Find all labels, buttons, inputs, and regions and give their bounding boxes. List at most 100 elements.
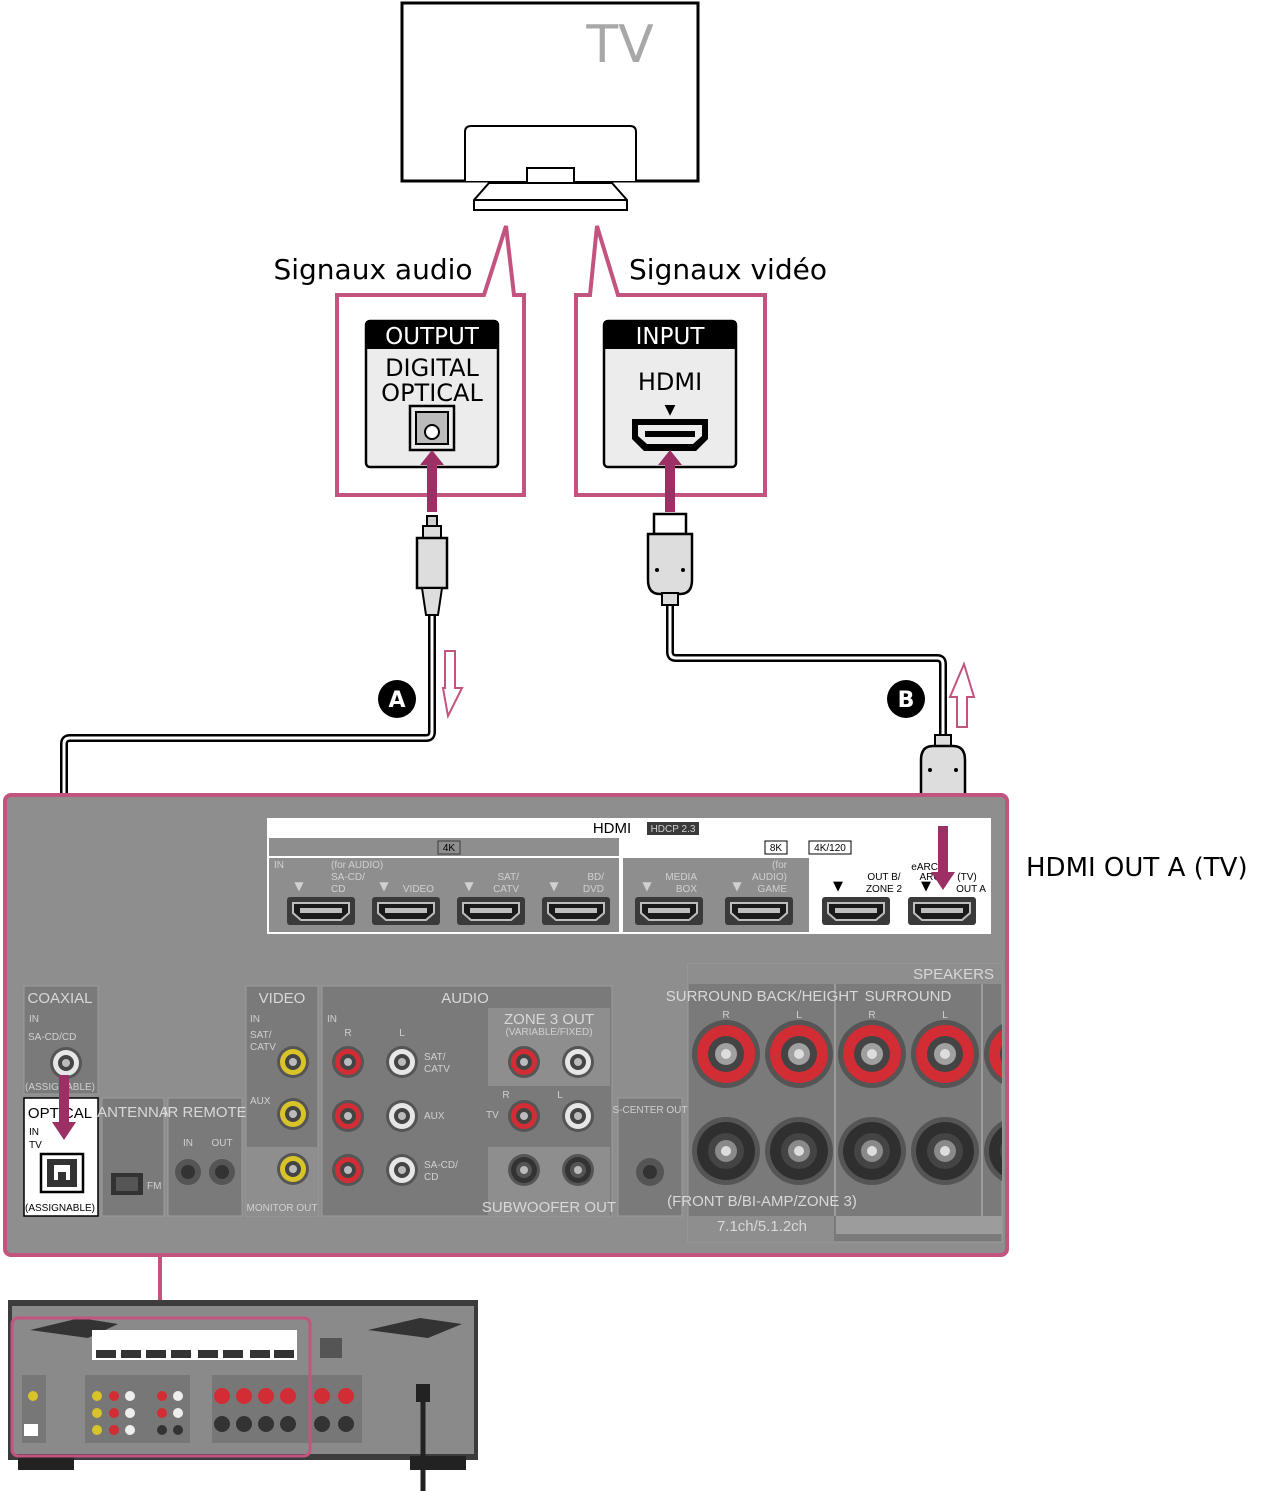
arrow-into-hdmi [658, 450, 682, 512]
cable-a-letter: A [388, 688, 405, 713]
video-section: VIDEO IN SAT/ CATV AUX MONITOR OUT [245, 985, 319, 1217]
hdmi-input-arrow-icon: ▼ [294, 879, 304, 893]
thumb-jacks [24, 1388, 354, 1436]
out-a-line2: ARC [919, 872, 940, 883]
signal-direction-b-icon [948, 661, 976, 728]
svg-text:▼: ▼ [833, 879, 843, 894]
s-center-label: S-CENTER OUT [613, 1105, 688, 1116]
optical-jack-icon [408, 404, 456, 452]
hdmi-input-label: SAT/ [498, 872, 520, 883]
audio-label: AUDIO [441, 990, 489, 1007]
optical-tv: TV [29, 1140, 42, 1151]
band-4k: 4K [443, 843, 456, 854]
receiver-port-label: HDMI OUT A (TV) [1026, 853, 1248, 883]
subwoofer-label: SUBWOOFER OUT [482, 1199, 616, 1216]
out-a-line3: (TV) [957, 872, 976, 883]
front-b-label: (FRONT B/BI-AMP/ZONE 3) [667, 1193, 857, 1210]
hdmi-section: HDMI HDCP 2.3 4K 8K 4K/120 IN ▼(for AUDI… [267, 818, 991, 934]
out-a-line1: eARC/ [911, 862, 941, 873]
hdmi-input-label: CATV [493, 884, 519, 895]
optical-in: IN [29, 1127, 39, 1138]
hdmi-inputs: ▼(for AUDIO)SA-CD/CD▼VIDEO▼SAT/CATV▼BD/D… [286, 860, 794, 926]
ir-remote-label: IR REMOTE [163, 1104, 246, 1121]
hdmi-input-label: DVD [583, 884, 604, 895]
hdcp-tag: HDCP 2.3 [651, 824, 696, 835]
optical-assignable: (ASSIGNABLE) [25, 1203, 95, 1214]
hdmi-plug-top-icon [646, 512, 694, 606]
video-sat: SAT/ [250, 1030, 272, 1041]
surround-label: SURROUND [865, 988, 952, 1005]
tv-optical-output: OUTPUT DIGITAL OPTICAL [364, 319, 500, 469]
antenna-label: ANTENNA [97, 1104, 169, 1121]
band-8k: 8K [770, 843, 783, 854]
hdmi-input-label: (for AUDIO) [331, 860, 383, 871]
hdmi-input-label: SA-CD/ [331, 872, 365, 883]
hdmi-jack-icon [632, 419, 708, 451]
hdmi-input-label: BOX [676, 884, 697, 895]
audio-sacd: SA-CD/ [424, 1160, 458, 1171]
hdmi-out-b: ▼ OUT B/ ZONE 2 [821, 872, 903, 926]
out-a-line4: OUT A [956, 884, 986, 895]
hdmi-input-arrow-icon: ▼ [549, 879, 559, 893]
video-in: IN [250, 1014, 260, 1025]
optical-line1: DIGITAL [385, 354, 479, 382]
band-4k120: 4K/120 [814, 843, 846, 854]
optical-plug-top-icon [415, 515, 449, 616]
s-center-section: S-CENTER OUT [613, 1097, 688, 1217]
tv: TV [400, 1, 700, 211]
hdmi-input-label: AUDIO) [752, 872, 787, 883]
audio-catv: CATV [424, 1064, 450, 1075]
hdmi-input-port: ▼ VIDEO [371, 879, 441, 926]
svg-text:▼: ▼ [921, 879, 931, 894]
fm-label: FM [147, 1181, 161, 1192]
audio-signal-label: Signaux audio [273, 253, 472, 286]
video-signal-label: Signaux vidéo [629, 253, 827, 286]
zone3-label: ZONE 3 OUT [504, 1011, 594, 1028]
hdmi-input-label: HDMI [638, 368, 702, 396]
hdmi-input-arrow-icon: ▼ [642, 879, 652, 893]
video-label: VIDEO [259, 990, 306, 1007]
hdmi-input-arrow-icon: ▼ [732, 879, 742, 893]
cable-a-marker: A [378, 680, 416, 718]
video-aux: AUX [250, 1096, 271, 1107]
hdmi-out-a: eARC/ ARC ▼ (TV) OUT A [907, 862, 986, 926]
signal-direction-a-icon [441, 650, 464, 720]
antenna-section: ANTENNA FM [97, 1097, 169, 1217]
out-b-line1: OUT B/ [867, 872, 900, 883]
coaxial-dev: SA-CD/CD [28, 1032, 76, 1043]
hdmi-input-arrow-icon: ▼ [379, 879, 389, 893]
speakers-label: SPEAKERS [913, 966, 994, 983]
zone3-sub: (VARIABLE/FIXED) [505, 1027, 592, 1038]
tv-label: TV [585, 15, 654, 75]
optical-output-header: OUTPUT [385, 324, 480, 350]
surround-back-label: SURROUND BACK/HEIGHT [666, 988, 859, 1005]
ir-out-label: OUT [211, 1138, 232, 1149]
audio-cd: CD [424, 1172, 438, 1183]
hdmi-input-arrow-icon: ▼ [464, 879, 474, 893]
sr-r: R [868, 1010, 875, 1021]
tv-audio-r: R [502, 1090, 509, 1101]
coaxial-in: IN [29, 1014, 39, 1025]
sb-r: R [722, 1010, 729, 1021]
out-b-line2: ZONE 2 [866, 884, 903, 895]
hdmi-in-tag: IN [274, 860, 284, 871]
ch-config-label: 7.1ch/5.1.2ch [717, 1218, 807, 1235]
audio-r: R [344, 1028, 351, 1039]
cable-b-letter: B [898, 688, 915, 713]
audio-section: AUDIO IN R L SAT/ CATV AUX SA-CD/ CD ZON… [321, 985, 616, 1217]
cable-b-marker: B [887, 680, 925, 718]
hdmi-input-label: VIDEO [403, 884, 434, 895]
sr-l: L [942, 1010, 948, 1021]
hdmi-input-label: BD/ [587, 872, 604, 883]
tv-audio-l: L [557, 1090, 563, 1101]
hdmi-input-port: ▼ SAT/CATV [456, 872, 526, 926]
audio-l: L [399, 1028, 405, 1039]
hdmi-input-label: MEDIA [665, 872, 697, 883]
hdmi-input-label: GAME [758, 884, 788, 895]
receiver-thumbnail [8, 1300, 478, 1491]
tv-hdmi-input: INPUT HDMI ▼ [602, 319, 738, 469]
hdmi-arrow-mark: ▼ [665, 402, 676, 418]
hdmi-input-label: (for [772, 860, 788, 871]
zoom-highlight-frame [10, 1316, 312, 1458]
